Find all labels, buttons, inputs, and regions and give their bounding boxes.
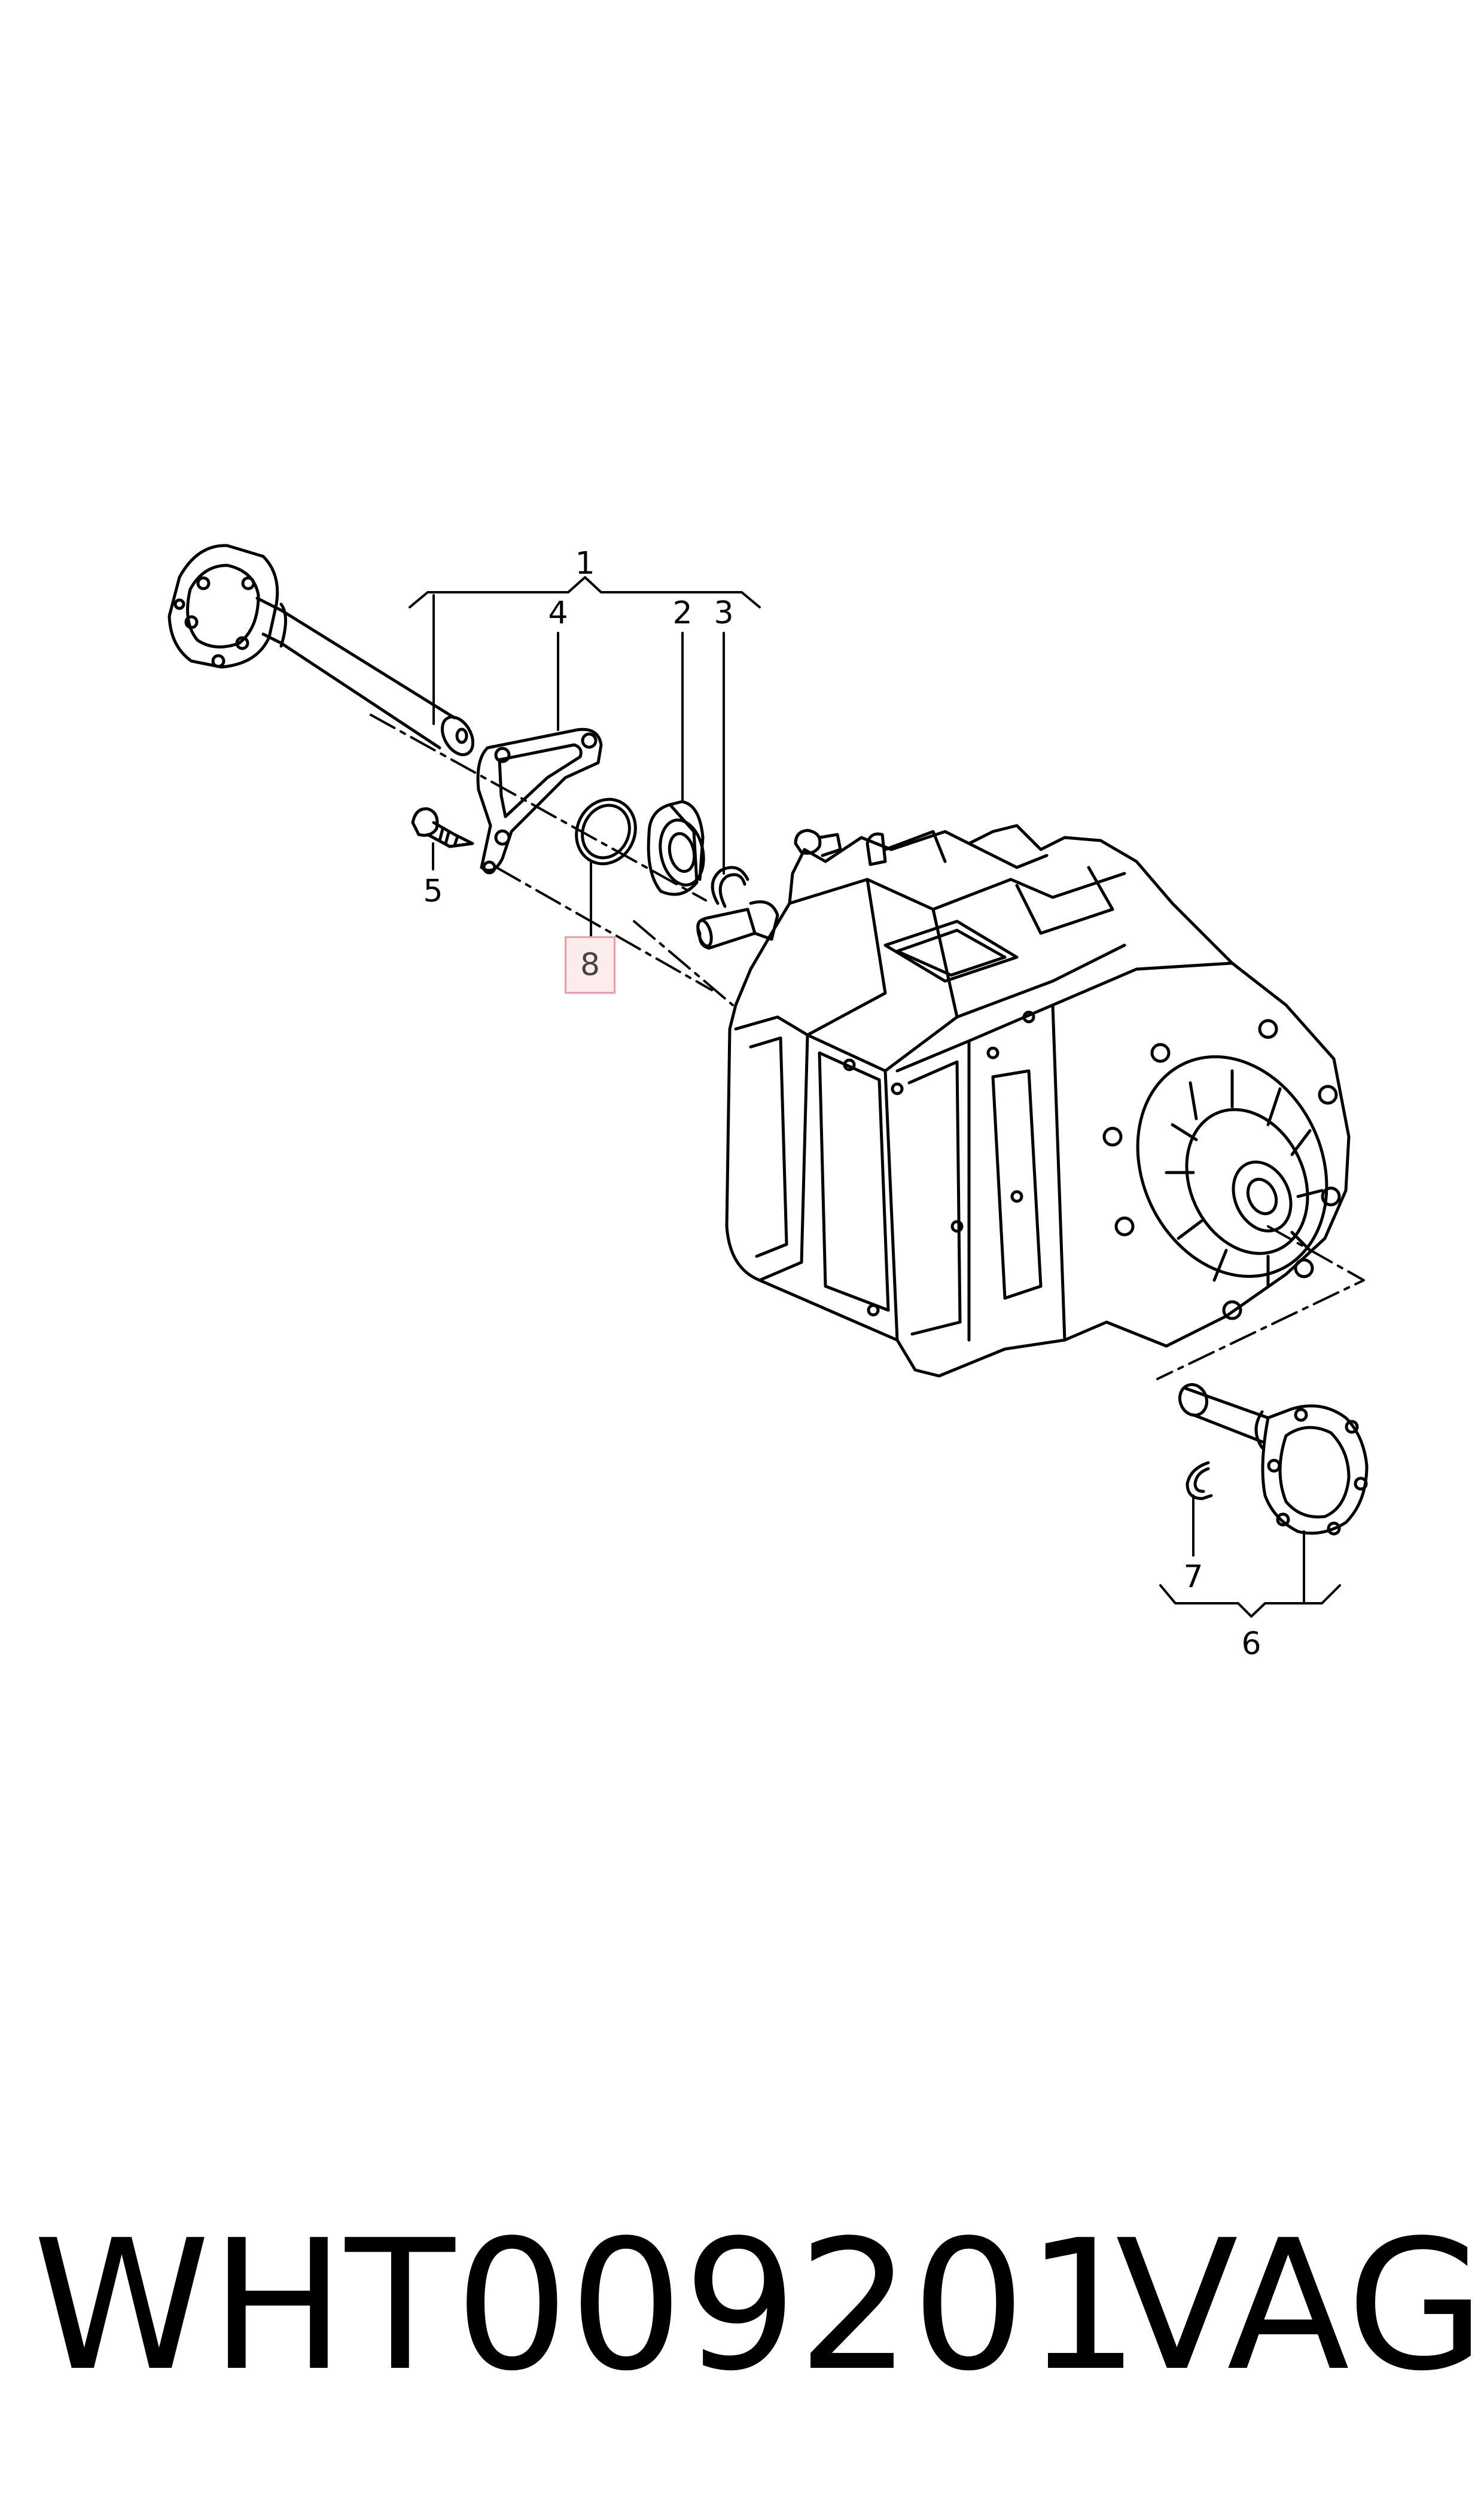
callout-8-label: 8 (580, 947, 601, 983)
brand-label: VAG (1116, 2202, 1484, 2410)
bearing-part-2 (647, 800, 705, 896)
callout-4: 4 (548, 595, 568, 631)
callout-1: 1 (575, 546, 595, 581)
transmission-housing (696, 824, 1351, 1378)
circlip-part-3 (711, 866, 749, 908)
bolt-part-5 (411, 807, 474, 848)
highlighted-callout-8[interactable]: 8 (565, 936, 615, 994)
leader-lines (370, 576, 1365, 1618)
left-flange-shaft (167, 544, 475, 756)
callout-5: 5 (423, 873, 443, 909)
part-number: WHT009201 (33, 2202, 1140, 2410)
right-flange-shaft-part-6 (1178, 1383, 1369, 1536)
callout-2: 2 (672, 595, 693, 631)
snap-ring-part-7 (1186, 1461, 1213, 1500)
callout-7: 7 (1183, 1559, 1203, 1595)
callout-6: 6 (1241, 1626, 1261, 1662)
callout-3: 3 (714, 595, 734, 631)
cover-plate-part-4 (476, 727, 603, 875)
